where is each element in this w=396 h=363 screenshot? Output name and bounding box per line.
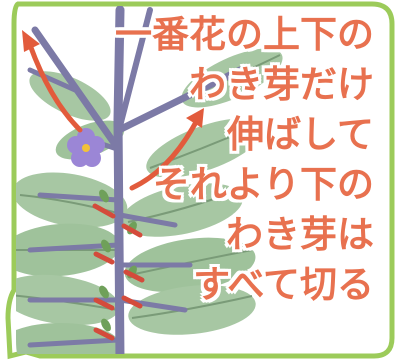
- cut-marks: [92, 203, 145, 341]
- caption-line: 伸ばして: [227, 113, 374, 156]
- stems: [27, 6, 244, 354]
- caption-line: わき芽だけ: [189, 63, 374, 106]
- cut-mark-icon: [123, 269, 145, 283]
- leaf: [128, 285, 256, 335]
- leaf: [16, 172, 128, 228]
- cut-mark-icon: [121, 223, 143, 238]
- arrow-icon: [129, 119, 199, 191]
- caption: 一番花の上下の わき芽だけ 伸ばして それより下の わき芽は すべて切る: [115, 10, 374, 310]
- caption-line: わき芽は: [226, 213, 374, 256]
- cut-mark-icon: [121, 295, 143, 309]
- caption-line: それより下の: [152, 163, 374, 206]
- arrow-icon: [27, 42, 83, 133]
- side-shoot-right: [115, 66, 244, 134]
- growth-arrows: [27, 42, 199, 191]
- caption-line: 一番花の上下の: [115, 13, 374, 56]
- main-stem: [113, 6, 125, 354]
- arrow-heads: [22, 30, 204, 128]
- leaf: [121, 183, 243, 237]
- cut-mark-icon: [93, 251, 115, 265]
- cut-mark-icon: [93, 327, 115, 341]
- cut-mark-icon: [93, 297, 115, 311]
- flower-icon: [67, 128, 105, 167]
- caption-line: すべて切る: [193, 263, 374, 306]
- cut-mark-icon: [92, 203, 116, 219]
